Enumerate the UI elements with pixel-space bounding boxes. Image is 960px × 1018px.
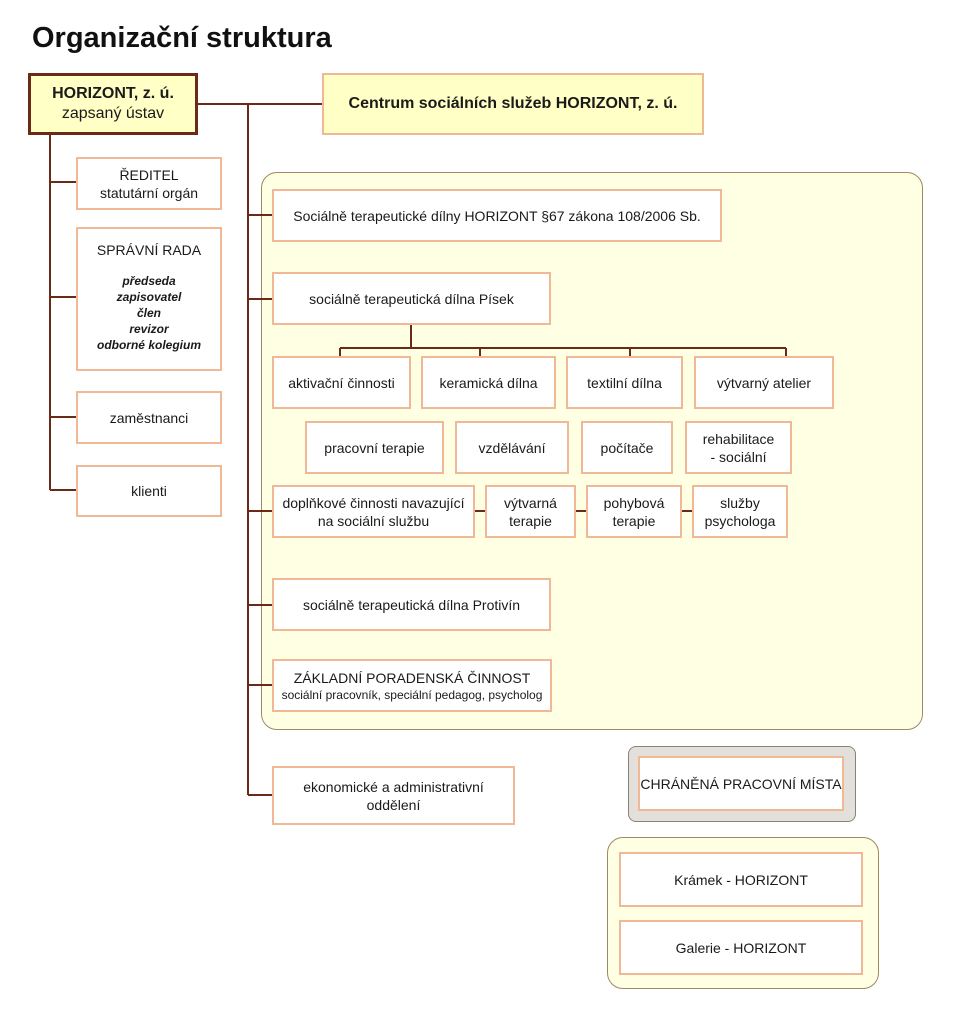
poradenska-box: ZÁKLADNÍ PORADENSKÁ ČINNOST sociální pra…	[272, 659, 552, 712]
psycholog-line2: psychologa	[704, 512, 776, 529]
workshop-pocitace: počítače	[581, 421, 673, 474]
spravni-rada-title: SPRÁVNÍ RADA	[96, 242, 202, 258]
ekonomicke-line1: ekonomické a administrativní	[303, 778, 484, 795]
member-odborne-kolegium: odborné kolegium	[96, 338, 201, 352]
psycholog-box: služby psychologa	[692, 485, 788, 538]
workshop-vzdelavani: vzdělávání	[455, 421, 569, 474]
std-label: Sociálně terapeutické dílny HORIZONT §67…	[293, 207, 701, 224]
workshop-vytvarny: výtvarný atelier	[694, 356, 834, 409]
klienti-label: klienti	[131, 483, 167, 499]
centrum-box: Centrum sociálních služeb HORIZONT, z. ú…	[322, 73, 704, 135]
rehab-line2: - sociální	[710, 448, 767, 465]
pisek-label: sociálně terapeutická dílna Písek	[309, 290, 514, 307]
shop-galerie-box: Galerie - HORIZONT	[619, 920, 863, 975]
rehab-line1: rehabilitace	[702, 430, 775, 447]
zamestnanci-box: zaměstnanci	[76, 391, 222, 444]
klienti-box: klienti	[76, 465, 222, 517]
pohybova-line1: pohybová	[603, 494, 665, 511]
chranena-box: CHRÁNĚNÁ PRACOVNÍ MÍSTA	[638, 756, 844, 811]
workshop-textilni: textilní dílna	[566, 356, 683, 409]
shop-galerie-label: Galerie - HORIZONT	[675, 939, 807, 956]
workshop-aktivacni-label: aktivační činnosti	[288, 374, 395, 391]
workshop-pracovni: pracovní terapie	[305, 421, 444, 474]
workshop-textilni-label: textilní dílna	[587, 374, 662, 391]
protivin-box: sociálně terapeutická dílna Protivín	[272, 578, 551, 631]
pisek-box: sociálně terapeutická dílna Písek	[272, 272, 551, 325]
poradenska-title: ZÁKLADNÍ PORADENSKÁ ČINNOST	[293, 669, 531, 686]
pohybova-terapie-box: pohybová terapie	[586, 485, 682, 538]
zamestnanci-label: zaměstnanci	[109, 409, 189, 426]
chranena-label: CHRÁNĚNÁ PRACOVNÍ MÍSTA	[640, 775, 842, 792]
ekonomicke-line2: oddělení	[366, 796, 421, 813]
shop-kramek-label: Krámek - HORIZONT	[674, 871, 808, 888]
protivin-label: sociálně terapeutická dílna Protivín	[302, 596, 521, 613]
page-title: Organizační struktura	[32, 22, 332, 54]
root-subtitle: zapsaný ústav	[61, 105, 165, 122]
pohybova-line2: terapie	[612, 512, 656, 529]
poradenska-subtitle: sociální pracovník, speciální pedagog, p…	[281, 687, 543, 702]
workshop-keramicka-label: keramická dílna	[439, 374, 538, 391]
shop-kramek-box: Krámek - HORIZONT	[619, 852, 863, 907]
std-box: Sociálně terapeutické dílny HORIZONT §67…	[272, 189, 722, 242]
psycholog-line1: služby	[720, 494, 760, 511]
member-zapisovatel: zapisovatel	[116, 290, 182, 304]
workshop-pocitace-label: počítače	[600, 439, 654, 456]
doplnkove-box: doplňkové činnosti navazující na sociáln…	[272, 485, 475, 538]
spravni-rada-box: SPRÁVNÍ RADA předseda zapisovatel člen r…	[76, 227, 222, 371]
reditel-subtitle: statutární orgán	[99, 184, 199, 201]
centrum-name: Centrum sociálních služeb HORIZONT, z. ú…	[348, 95, 678, 112]
doplnkove-line1: doplňkové činnosti navazující	[282, 494, 465, 511]
member-predseda: předseda	[122, 274, 176, 288]
member-clen: člen	[136, 306, 161, 320]
vytvarna-terapie-box: výtvarná terapie	[485, 485, 576, 538]
root-org-box: HORIZONT, z. ú. zapsaný ústav	[28, 73, 198, 135]
vytvarna-line1: výtvarná	[504, 494, 557, 511]
workshop-pracovni-label: pracovní terapie	[324, 439, 425, 456]
doplnkove-line2: na sociální službu	[317, 512, 430, 529]
ekonomicke-box: ekonomické a administrativní oddělení	[272, 766, 515, 825]
workshop-aktivacni: aktivační činnosti	[272, 356, 411, 409]
root-name: HORIZONT, z. ú.	[52, 85, 174, 102]
workshop-keramicka: keramická dílna	[421, 356, 556, 409]
member-revizor: revizor	[129, 322, 169, 336]
workshop-vytvarny-label: výtvarný atelier	[716, 374, 812, 391]
vytvarna-line2: terapie	[509, 512, 552, 529]
workshop-rehabilitace: rehabilitace - sociální	[685, 421, 792, 474]
reditel-title: ŘEDITEL	[119, 166, 179, 183]
reditel-box: ŘEDITEL statutární orgán	[76, 157, 222, 210]
workshop-vzdelavani-label: vzdělávání	[478, 439, 546, 456]
